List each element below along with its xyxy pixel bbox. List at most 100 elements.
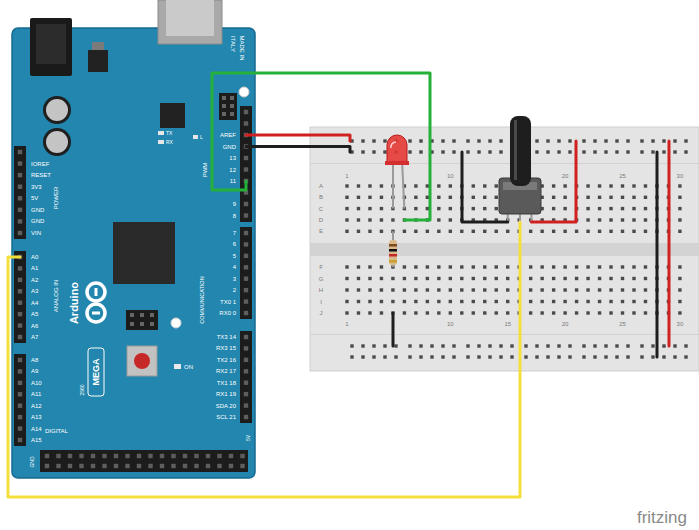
breadboard-hole bbox=[441, 355, 444, 358]
breadboard-hole bbox=[477, 139, 480, 142]
breadboard-hole bbox=[414, 184, 417, 187]
breadboard-hole bbox=[495, 311, 498, 314]
breadboard-hole bbox=[684, 355, 687, 358]
breadboard-hole bbox=[437, 184, 440, 187]
breadboard-hole bbox=[460, 230, 463, 233]
breadboard-hole bbox=[460, 277, 463, 280]
pin-header bbox=[40, 450, 248, 472]
header-pin bbox=[244, 167, 248, 171]
breadboard-hole bbox=[673, 344, 676, 347]
arduino-board bbox=[140, 322, 144, 326]
breadboard-hole bbox=[632, 265, 635, 268]
power-jack bbox=[30, 18, 72, 76]
header-pin bbox=[102, 454, 106, 458]
pin-label: TX1 18 bbox=[217, 380, 236, 386]
column-number: 30 bbox=[677, 173, 684, 179]
pin-label: TX2 16 bbox=[217, 357, 236, 363]
board-marking: MADE IN bbox=[239, 35, 245, 60]
breadboard-hole bbox=[452, 344, 455, 347]
breadboard-hole bbox=[604, 344, 607, 347]
pin-header bbox=[240, 227, 252, 319]
header-pin bbox=[56, 464, 60, 468]
pin-label: 5 bbox=[233, 253, 236, 259]
column-number: 10 bbox=[447, 173, 454, 179]
breadboard-hole bbox=[488, 344, 491, 347]
breadboard-hole bbox=[552, 184, 555, 187]
led-label: TX bbox=[166, 131, 172, 136]
breadboard-hole bbox=[426, 265, 429, 268]
breadboard-hole bbox=[441, 344, 444, 347]
pin-label: 9 bbox=[233, 201, 236, 207]
breadboard-hole bbox=[380, 288, 383, 291]
breadboard-hole bbox=[345, 300, 348, 303]
breadboard-hole bbox=[506, 288, 509, 291]
header-pin bbox=[91, 454, 95, 458]
breadboard-hole bbox=[684, 139, 687, 142]
pin-label: 5V bbox=[246, 435, 251, 441]
breadboard-hole bbox=[449, 196, 452, 199]
breadboard-hole bbox=[483, 288, 486, 291]
resistor-symbol bbox=[389, 254, 397, 257]
breadboard-hole bbox=[609, 196, 612, 199]
header-pin bbox=[68, 464, 72, 468]
arduino-logo bbox=[87, 283, 105, 301]
breadboard-hole bbox=[357, 300, 360, 303]
breadboard-hole bbox=[345, 218, 348, 221]
breadboard-hole bbox=[499, 139, 502, 142]
pin-group-label: COMMUNICATION bbox=[200, 276, 206, 323]
breadboard-hole bbox=[408, 355, 411, 358]
breadboard-hole bbox=[582, 355, 585, 358]
pin-label: A11 bbox=[31, 391, 41, 397]
header-pin bbox=[18, 381, 22, 385]
header-pin bbox=[244, 335, 248, 339]
breadboard-hole bbox=[582, 344, 585, 347]
row-letter: H bbox=[319, 287, 323, 293]
breadboard-hole bbox=[632, 277, 635, 280]
header-pin bbox=[18, 289, 22, 293]
breadboard-hole bbox=[460, 288, 463, 291]
breadboard-hole bbox=[368, 311, 371, 314]
breadboard-hole bbox=[540, 230, 543, 233]
breadboard-hole bbox=[391, 277, 394, 280]
row-letter: J bbox=[320, 310, 323, 316]
breadboard-hole bbox=[662, 150, 665, 153]
header-pin bbox=[244, 121, 248, 125]
header-pin bbox=[45, 464, 49, 468]
led bbox=[392, 160, 394, 209]
header-pin bbox=[18, 173, 22, 177]
pin-label: A8 bbox=[31, 357, 38, 363]
breadboard-hole bbox=[552, 265, 555, 268]
header-pin bbox=[18, 335, 22, 339]
breadboard-hole bbox=[678, 184, 681, 187]
breadboard-hole bbox=[621, 230, 624, 233]
breadboard-hole bbox=[615, 139, 618, 142]
breadboard-hole bbox=[414, 311, 417, 314]
breadboard-hole bbox=[552, 207, 555, 210]
pin-label: 4 bbox=[233, 264, 236, 270]
arduino-board bbox=[150, 313, 154, 317]
breadboard-hole bbox=[368, 288, 371, 291]
breadboard-hole bbox=[644, 230, 647, 233]
header-pin bbox=[137, 454, 141, 458]
breadboard-hole bbox=[357, 230, 360, 233]
breadboard-hole bbox=[357, 265, 360, 268]
breadboard-hole bbox=[684, 150, 687, 153]
header-pin bbox=[18, 219, 22, 223]
breadboard-hole bbox=[380, 218, 383, 221]
breadboard-hole bbox=[414, 265, 417, 268]
chip bbox=[160, 103, 185, 128]
led-label: L bbox=[200, 135, 203, 140]
breadboard-hole bbox=[449, 218, 452, 221]
breadboard-hole bbox=[621, 218, 624, 221]
resistor-symbol bbox=[389, 249, 397, 252]
header-pin bbox=[244, 277, 248, 281]
breadboard-hole bbox=[529, 265, 532, 268]
breadboard-hole bbox=[419, 139, 422, 142]
breadboard-hole bbox=[540, 288, 543, 291]
header-pin bbox=[18, 404, 22, 408]
pin-group-label: DIGITAL bbox=[45, 428, 68, 434]
breadboard-hole bbox=[575, 300, 578, 303]
resistor-symbol bbox=[389, 244, 397, 247]
breadboard-hole bbox=[540, 265, 543, 268]
header-pin bbox=[194, 454, 198, 458]
